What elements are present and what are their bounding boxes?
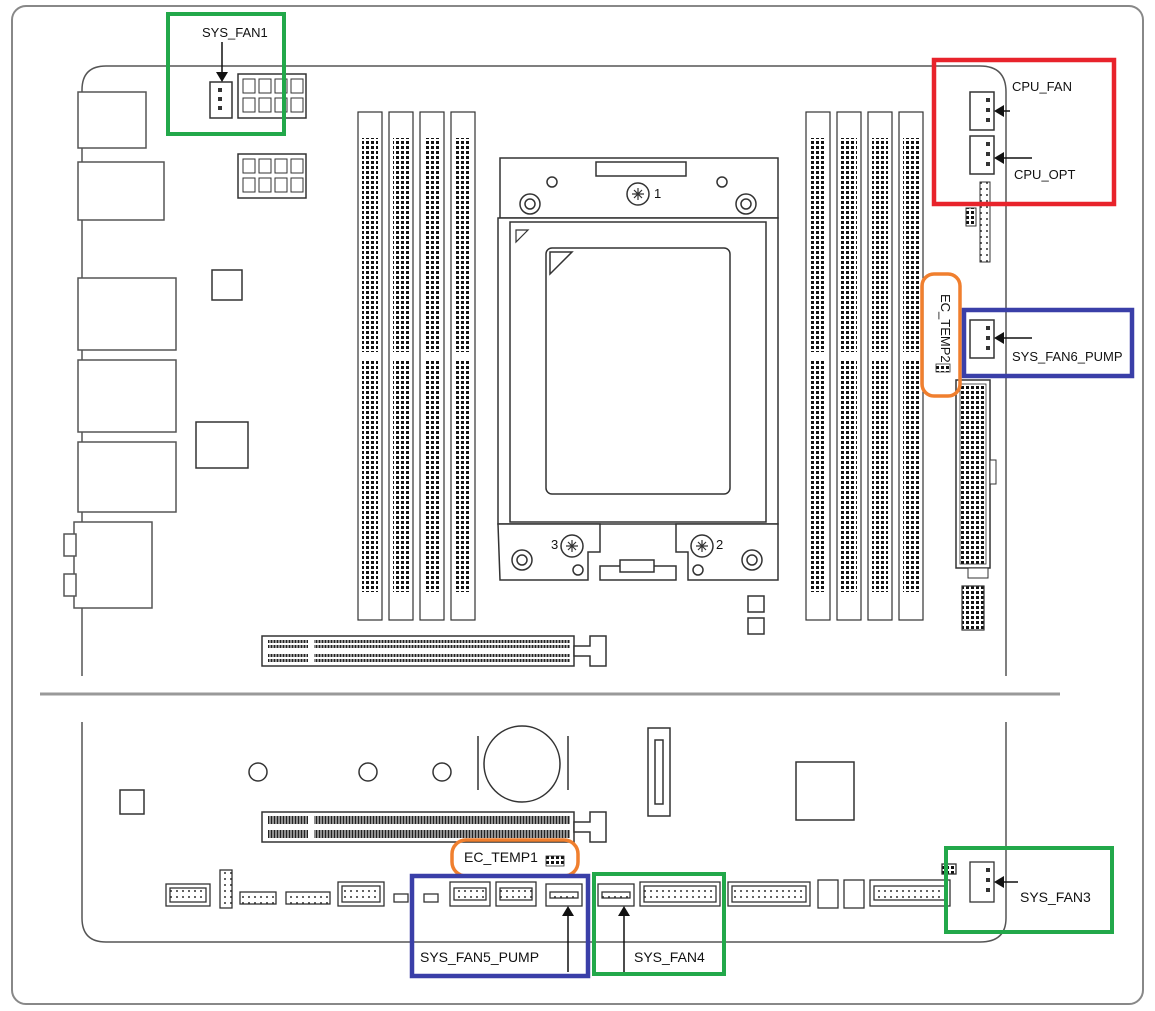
board-outline-top (81, 65, 1007, 676)
dimm-slots-left (357, 111, 476, 621)
highlight-ec-temp2 (920, 272, 962, 398)
highlight-sys-fan5-pump (409, 873, 591, 979)
pcie-slot-top (261, 635, 607, 667)
label-sys-fan3: SYS_FAN3 (1020, 889, 1091, 905)
small-chips (195, 269, 765, 635)
cpu-socket (497, 157, 779, 581)
label-sys-fan1: SYS_FAN1 (202, 25, 268, 40)
highlight-cpu-fan (931, 57, 1117, 207)
label-sys-fan5-pump: SYS_FAN5_PUMP (420, 949, 540, 965)
socket-screw-2-label: 2 (716, 537, 724, 552)
cpu-opt-header (969, 135, 995, 175)
label-sys-fan6-pump: SYS_FAN6_PUMP (1012, 349, 1123, 364)
pcie-slot-bottom (261, 811, 607, 843)
socket-screw-1-label: 1 (654, 186, 662, 201)
ec-temp2-header (935, 363, 951, 373)
label-sys-fan4: SYS_FAN4 (634, 949, 705, 965)
label-cpu-fan: CPU_FAN (1012, 79, 1072, 94)
highlight-sys-fan6-pump (961, 307, 1135, 379)
dimm-slots-right (805, 111, 924, 621)
label-ec-temp1: EC_TEMP1 (464, 849, 538, 865)
socket-screw-3-label: 3 (551, 537, 559, 552)
highlight-sys-fan1 (166, 12, 286, 136)
rear-io (63, 91, 177, 609)
highlight-sys-fan3 (944, 846, 1114, 934)
cmos-battery (483, 725, 561, 803)
sys-fan6-pump-header (969, 319, 995, 359)
label-ec-temp2: EC_TEMP2 (938, 294, 953, 363)
cpu-fan-header (969, 91, 995, 131)
board-outline-bottom (81, 722, 1007, 943)
highlight-sys-fan4 (592, 872, 726, 976)
ec-temp1-header (545, 855, 565, 867)
label-cpu-opt: CPU_OPT (1014, 167, 1076, 182)
bottom-headers (165, 861, 995, 909)
atx-24pin-connector (955, 379, 997, 631)
cpu-power-connectors (237, 73, 307, 199)
